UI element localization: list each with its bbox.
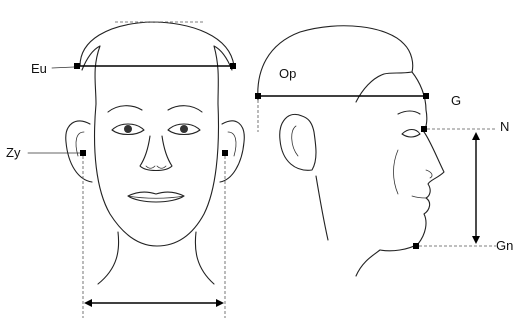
- gn-marker: [413, 243, 419, 249]
- eu-label-leader: [52, 67, 74, 68]
- front-hairline-right: [214, 46, 232, 104]
- profile-ear: [280, 114, 316, 170]
- front-neck-left: [98, 232, 119, 284]
- bizygomatic-arrow-left: [84, 299, 92, 307]
- profile-eye: [402, 130, 420, 138]
- label-g: G: [451, 94, 461, 107]
- front-eyebrow-left: [108, 106, 142, 112]
- profile-hair-outline: [258, 26, 413, 100]
- profile-cheek: [394, 150, 399, 194]
- label-op: Op: [279, 67, 296, 80]
- front-hairline-left: [82, 46, 100, 104]
- front-nose: [140, 136, 172, 171]
- zy-right-marker: [222, 150, 228, 156]
- front-eyebrow-right: [168, 106, 202, 112]
- label-gn: Gn: [496, 239, 513, 252]
- n-marker: [421, 126, 427, 132]
- bizygomatic-arrow-right: [216, 299, 224, 307]
- profile-view-head: [258, 26, 444, 276]
- front-view-head: [66, 22, 244, 284]
- label-eu: Eu: [31, 62, 47, 75]
- profile-lips: [412, 196, 426, 198]
- eu-left-marker: [74, 63, 80, 69]
- profile-neck-back: [316, 176, 328, 240]
- op-marker: [255, 93, 261, 99]
- front-neck-right: [195, 232, 214, 284]
- profile-nostril: [426, 170, 432, 178]
- label-zy: Zy: [6, 146, 20, 159]
- front-nostrils: [146, 166, 166, 168]
- zy-left-marker: [80, 150, 86, 156]
- label-n: N: [500, 120, 509, 133]
- front-ear-left: [66, 121, 92, 182]
- profile-ear-inner: [292, 126, 298, 156]
- front-iris-right: [180, 125, 188, 133]
- profile-jaw: [356, 250, 380, 276]
- g-marker: [423, 93, 429, 99]
- front-mouth-line: [128, 196, 184, 198]
- n-gn-arrow-bottom: [472, 236, 480, 244]
- profile-measurements: [255, 93, 496, 249]
- eu-right-marker: [230, 63, 236, 69]
- front-ear-right-inner: [228, 132, 236, 156]
- front-hair-outline: [80, 22, 234, 66]
- profile-eyebrow: [398, 111, 420, 114]
- profile-face-outline: [380, 72, 444, 251]
- profile-hairline: [356, 72, 412, 102]
- front-iris-left: [124, 125, 132, 133]
- front-measurements: [28, 63, 236, 318]
- front-face-outline: [95, 104, 219, 246]
- n-gn-arrow-top: [472, 132, 480, 140]
